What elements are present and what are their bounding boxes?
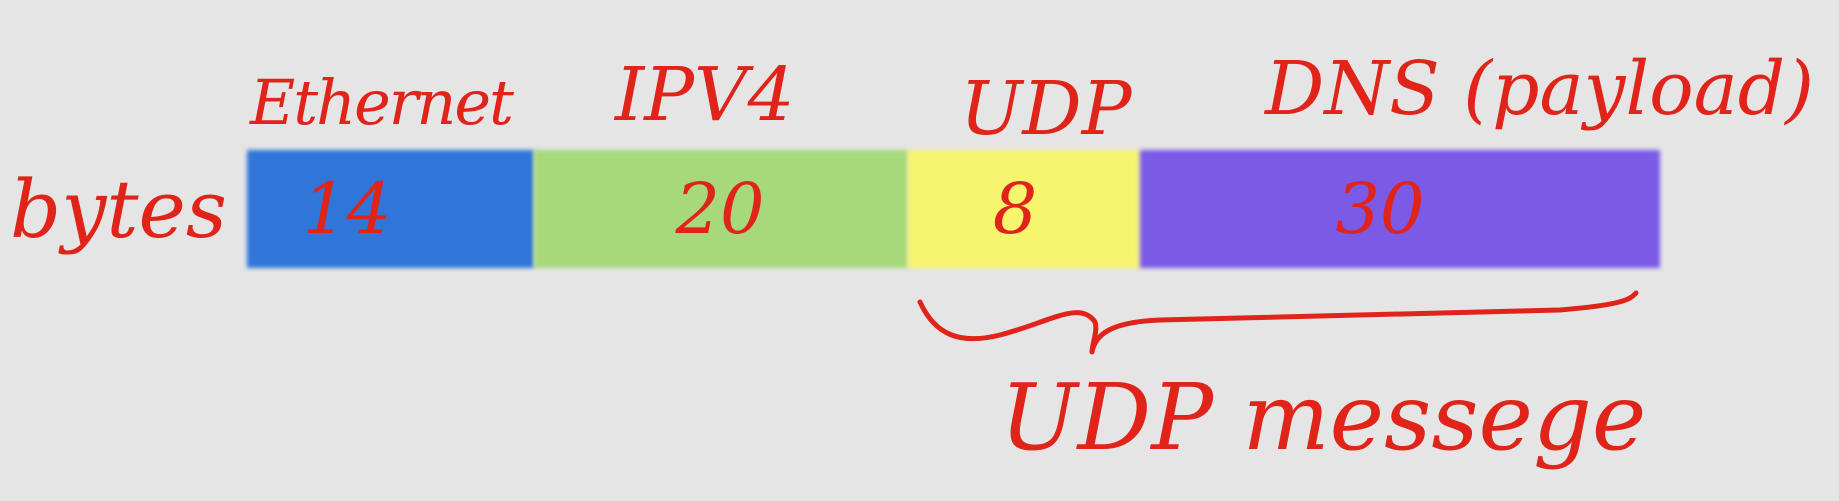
segment-bar-ipv4: [534, 150, 908, 268]
brace-label-udp-message: UDP messege: [1000, 364, 1647, 471]
segment-bytes-ipv4: 20: [675, 168, 765, 250]
row-label-bytes: bytes: [10, 163, 227, 256]
segment-name-ipv4: IPV4: [615, 52, 795, 138]
segment-bytes-dns: 30: [1335, 168, 1425, 250]
segment-bytes-udp: 8: [992, 168, 1038, 250]
segment-bytes-ethernet: 14: [302, 168, 392, 250]
segment-bar-ethernet: [247, 150, 534, 268]
segment-bar-udp: [908, 150, 1140, 268]
segment-name-ethernet: Ethernet: [250, 66, 514, 139]
segment-name-dns-payload: DNS (payload): [1265, 46, 1815, 132]
segment-name-udp: UDP: [960, 66, 1132, 152]
segment-bar-dns: [1140, 150, 1660, 268]
